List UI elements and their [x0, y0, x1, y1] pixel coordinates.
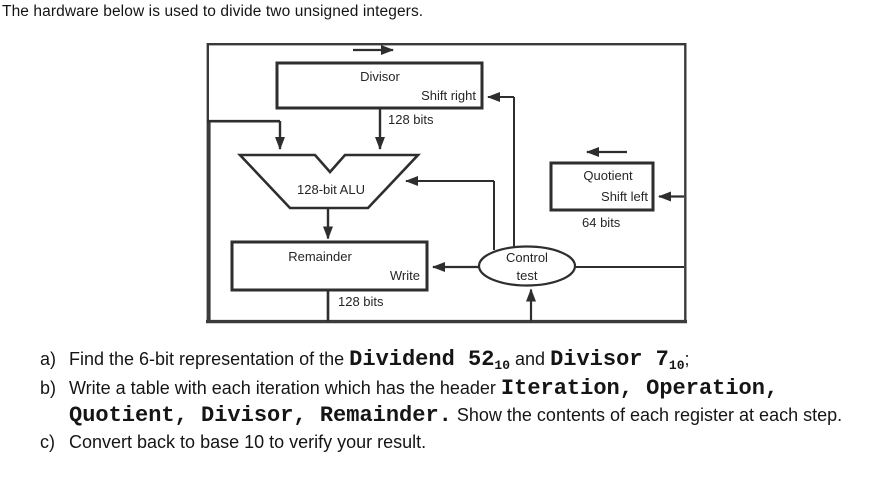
divisor-base-subscript: 10: [668, 358, 685, 373]
alu-label: 128-bit ALU: [297, 182, 365, 197]
question-c: c) Convert back to base 10 to verify your…: [40, 429, 846, 455]
question-c-marker: c): [40, 432, 55, 452]
quotient-register-box: [549, 161, 655, 212]
control-test-label-line1: Control: [506, 250, 548, 265]
control-test-label-line2: test: [517, 268, 538, 283]
alu-shape: [236, 153, 422, 210]
quotient-shift-left-label: Shift left: [601, 189, 648, 204]
question-list: a) Find the 6-bit representation of the D…: [40, 346, 846, 455]
divisor-width-label: 128 bits: [388, 112, 434, 127]
divisor-shift-right-label: Shift right: [421, 88, 476, 103]
divisor-value: Divisor 7: [550, 347, 669, 372]
question-b-marker: b): [40, 378, 57, 398]
dividend-value: Dividend 52: [349, 347, 495, 372]
table-header-list: Iteration, Operation, Quotient, Divisor,…: [69, 376, 779, 428]
problem-statement: The hardware below is used to divide two…: [2, 3, 424, 20]
question-a: a) Find the 6-bit representation of the D…: [40, 346, 846, 375]
quotient-register-label: Quotient: [583, 168, 633, 183]
remainder-write-label: Write: [390, 268, 420, 283]
dividend-base-subscript: 10: [494, 358, 511, 373]
question-a-text: Find the 6-bit representation of the Div…: [69, 347, 690, 373]
remainder-register-box: [230, 240, 429, 292]
remainder-width-label: 128 bits: [338, 294, 384, 309]
divisor-register-label: Divisor: [360, 69, 400, 84]
question-a-marker: a): [40, 349, 57, 369]
question-c-text: Convert back to base 10 to verify your r…: [69, 432, 427, 452]
question-b-text: Write a table with each iteration which …: [69, 376, 843, 428]
question-b: b) Write a table with each iteration whic…: [40, 375, 846, 429]
remainder-register-label: Remainder: [288, 249, 352, 264]
quotient-width-label: 64 bits: [582, 215, 621, 230]
division-hardware-diagram: Divisor Shift right 128 bits 128-bit ALU…: [206, 43, 687, 324]
